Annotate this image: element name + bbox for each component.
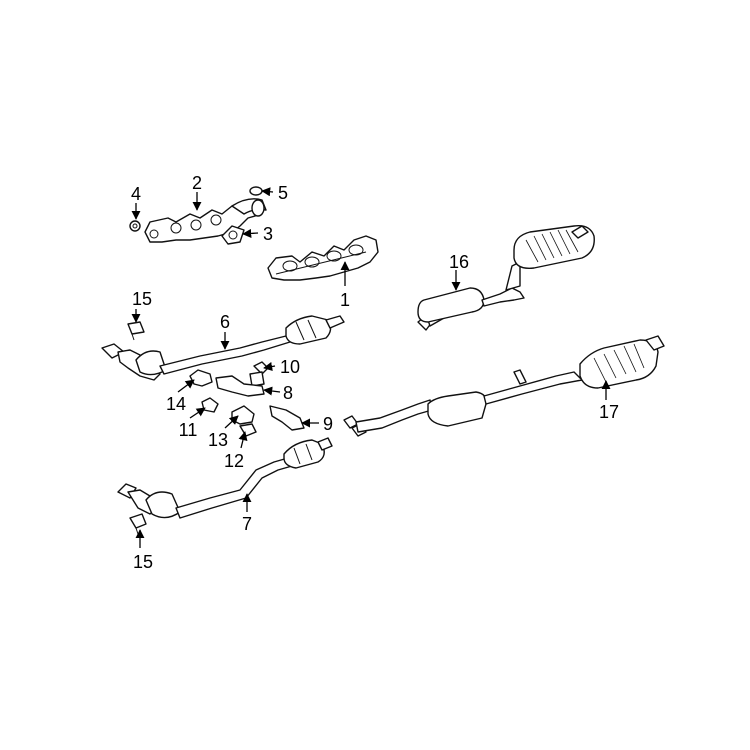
exhaust-manifold-right xyxy=(267,235,379,281)
callout-4: 4 xyxy=(131,184,141,204)
callout-15-lower: 15 xyxy=(133,552,153,572)
callout-17: 17 xyxy=(599,402,619,422)
exhaust-manifold-left xyxy=(144,198,267,243)
callout-1: 1 xyxy=(340,290,350,310)
gasket-part-5 xyxy=(249,186,263,196)
bracket-part-13 xyxy=(231,405,255,425)
callout-11: 11 xyxy=(179,420,198,440)
leader-lines xyxy=(131,187,611,548)
callout-16: 16 xyxy=(449,252,469,272)
callout-6: 6 xyxy=(220,312,230,332)
callout-13: 13 xyxy=(208,430,228,450)
nut-part-4 xyxy=(129,220,141,232)
callout-3: 3 xyxy=(263,224,273,244)
callout-15-upper: 15 xyxy=(132,289,152,309)
callout-9: 9 xyxy=(323,414,333,434)
callout-7: 7 xyxy=(242,514,252,534)
bracket-part-12 xyxy=(239,423,257,437)
front-pipe-upper xyxy=(101,315,345,381)
bracket-part-10 xyxy=(249,361,269,387)
callout-12: 12 xyxy=(224,451,244,471)
gasket-part-3 xyxy=(221,225,245,245)
callout-2: 2 xyxy=(192,173,202,193)
bolt-part-15-lower xyxy=(129,513,147,535)
callout-10: 10 xyxy=(280,357,300,377)
bolt-part-15-upper xyxy=(127,321,145,341)
bracket-part-9 xyxy=(269,405,305,431)
callout-8: 8 xyxy=(283,383,293,403)
bracket-part-14 xyxy=(189,369,213,387)
callout-labels: 1 2 3 4 5 6 7 8 9 10 11 12 13 14 15 15 1… xyxy=(131,173,619,572)
main-exhaust-rear-muffler xyxy=(343,335,665,437)
front-pipe-lower xyxy=(117,437,333,519)
bracket-part-11 xyxy=(201,397,219,413)
rear-muffler-upper xyxy=(417,225,595,331)
callout-14: 14 xyxy=(166,394,186,414)
callout-5: 5 xyxy=(278,183,288,203)
